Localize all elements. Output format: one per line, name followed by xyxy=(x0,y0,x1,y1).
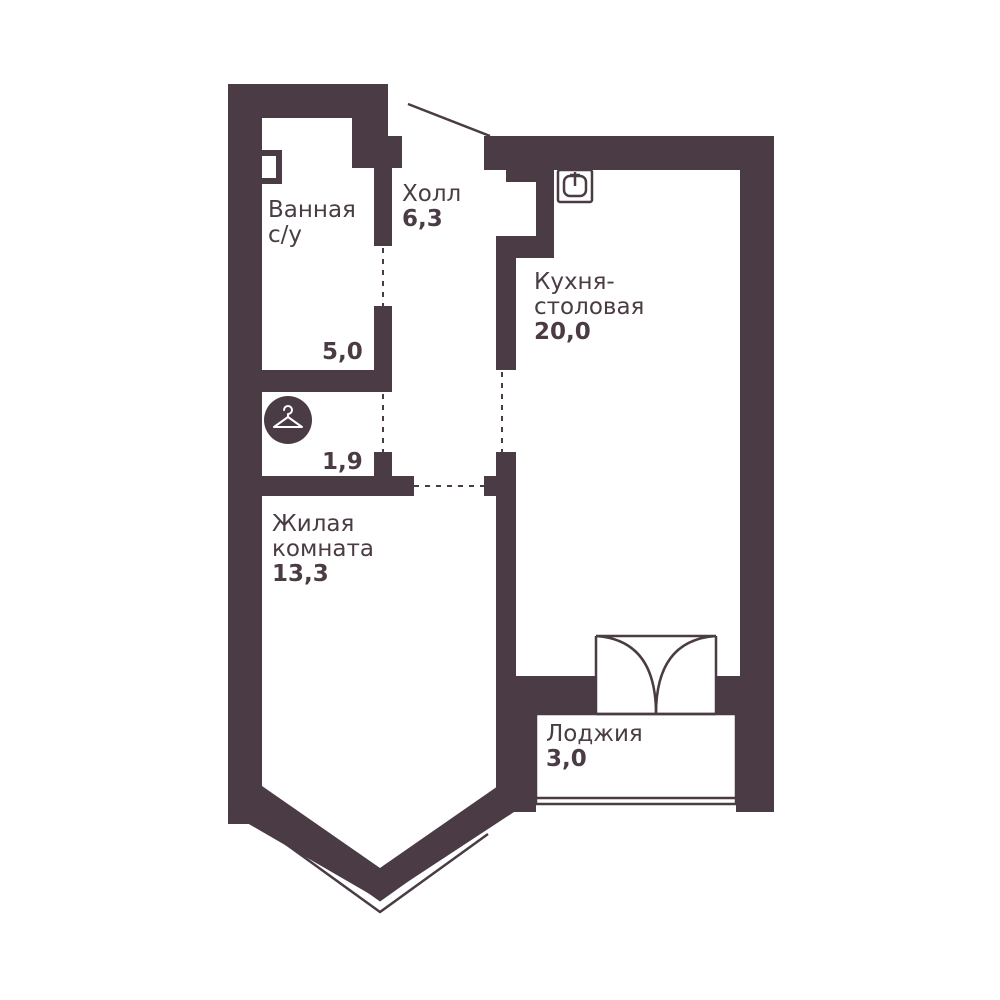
room-label-hall: Холл 6,3 xyxy=(402,182,461,232)
loggia-name: Лоджия xyxy=(546,721,643,747)
living-name-line1: Жилая xyxy=(272,511,355,537)
loggia-wall-left xyxy=(496,676,536,812)
room-area-bathroom: 5,0 xyxy=(322,340,363,365)
shaft-box-inner xyxy=(262,156,276,178)
kitchen-door-jamb xyxy=(484,476,516,496)
bay-window-line-outer xyxy=(275,824,485,902)
kitchen-name-line2: столовая xyxy=(534,294,645,320)
hall-name: Холл xyxy=(402,181,462,207)
outer-wall-left xyxy=(228,84,262,824)
bay-window-line-inner xyxy=(279,816,481,890)
kitchen-wall-upper xyxy=(496,236,516,370)
closet-wall-stub xyxy=(374,452,392,476)
kitchen-area: 20,0 xyxy=(534,319,591,345)
room-label-kitchen: Кухня- столовая 20,0 xyxy=(534,270,644,345)
closet-area: 1,9 xyxy=(322,449,363,475)
bathroom-area: 5,0 xyxy=(322,339,363,365)
room-label-bathroom: Ванная с/у xyxy=(268,198,356,248)
room-area-closet: 1,9 xyxy=(322,450,363,475)
bath-closet-divider xyxy=(262,370,392,392)
room-label-living: Жилая комната 13,3 xyxy=(272,512,374,587)
hanger-icon xyxy=(264,396,312,444)
outer-wall-top-right xyxy=(484,136,774,170)
loggia-wall-right xyxy=(736,676,774,812)
hall-area: 6,3 xyxy=(402,206,443,232)
balcony-door-swing-left xyxy=(595,634,658,715)
sink-icon xyxy=(556,168,594,204)
kitchen-niche-top xyxy=(506,170,536,182)
outer-wall-bay xyxy=(228,786,514,900)
closet-living-divider xyxy=(262,476,414,496)
bathroom-name-line1: Ванная xyxy=(268,197,356,223)
hall-wall-upper xyxy=(374,160,392,246)
living-name-line2: комната xyxy=(272,536,374,562)
balcony-door-swing-right xyxy=(654,634,717,715)
room-label-loggia: Лоджия 3,0 xyxy=(546,722,643,772)
bay-window-line-outermost xyxy=(271,832,489,914)
living-area: 13,3 xyxy=(272,561,329,587)
kitchen-name-line1: Кухня- xyxy=(534,269,615,295)
entry-door-leaf xyxy=(407,102,491,138)
loggia-area: 3,0 xyxy=(546,746,587,772)
bathroom-name-line2: с/у xyxy=(268,222,303,248)
kitchen-niche-wall xyxy=(536,170,554,258)
